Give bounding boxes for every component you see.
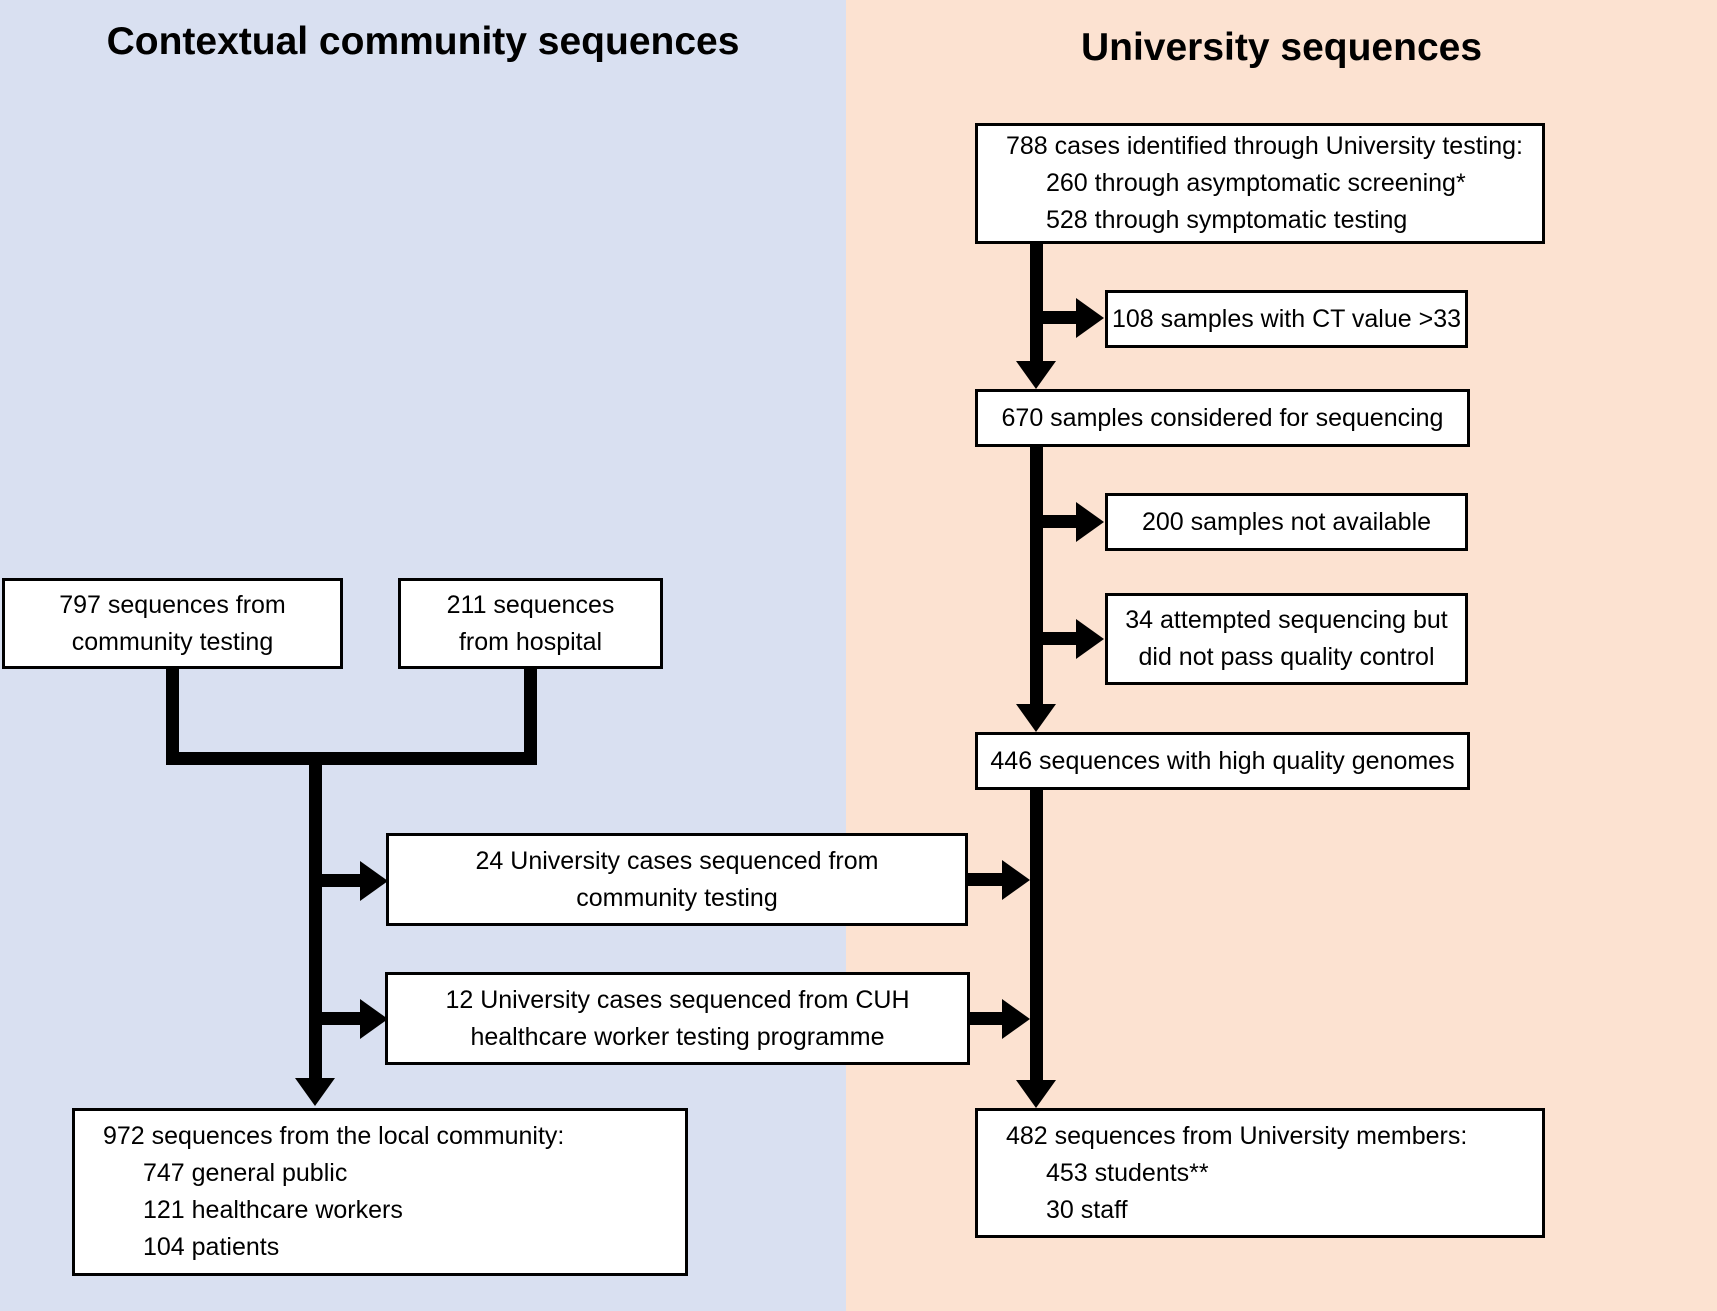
box-788-line: 788 cases identified through University …: [1006, 132, 1523, 160]
box-972-line: 747 general public: [143, 1159, 348, 1187]
connector-797-drop: [166, 669, 179, 765]
box-788-cases-identified: 788 cases identified through University …: [975, 123, 1545, 244]
box-972-line: 121 healthcare workers: [143, 1196, 403, 1224]
connector-university-trunk-1: [1030, 244, 1043, 361]
university-panel-title: University sequences: [1080, 26, 1483, 69]
arrowhead-into-972: [295, 1078, 335, 1106]
box-797-line: 797 sequences from: [59, 590, 286, 619]
box-12-line: 12 University cases sequenced from CUH: [445, 985, 910, 1014]
box-972-local-community: 972 sequences from the local community: …: [72, 1108, 688, 1276]
connector-merge-bar: [166, 752, 537, 765]
box-211-line: 211 sequences: [446, 590, 615, 619]
arrowhead-into-482: [1016, 1080, 1056, 1108]
box-446-high-quality: 446 sequences with high quality genomes: [975, 732, 1470, 790]
box-200-not-available: 200 samples not available: [1105, 493, 1468, 551]
connector-merge-24-to-trunk: [965, 873, 1003, 886]
box-24-line: community testing: [576, 883, 778, 912]
box-211-line: from hospital: [458, 627, 603, 656]
arrowhead-into-108: [1076, 298, 1104, 338]
arrowhead-into-200: [1076, 502, 1104, 542]
connector-community-trunk: [309, 752, 322, 1078]
box-34-line: did not pass quality control: [1138, 643, 1435, 671]
box-797-line: community testing: [71, 627, 274, 656]
box-34-line: 34 attempted sequencing but: [1125, 606, 1448, 634]
box-482-line: 453 students**: [1046, 1158, 1209, 1187]
box-788-line: 260 through asymptomatic screening*: [1046, 169, 1466, 197]
box-24-line: 24 University cases sequenced from: [475, 846, 879, 875]
box-12-line: healthcare worker testing programme: [470, 1022, 885, 1051]
connector-university-trunk-3: [1030, 790, 1043, 1080]
box-200-line: 200 samples not available: [1141, 507, 1432, 536]
connector-university-trunk-2: [1030, 447, 1043, 704]
box-972-line: 104 patients: [143, 1233, 280, 1261]
arrowhead-into-670: [1016, 361, 1056, 389]
box-211-hospital: 211 sequences from hospital: [398, 578, 663, 669]
box-446-line: 446 sequences with high quality genomes: [990, 746, 1455, 775]
arrowhead-into-24: [360, 861, 388, 901]
connector-branch-108: [1043, 311, 1077, 324]
box-482-line: 482 sequences from University members:: [1006, 1121, 1468, 1150]
arrowhead-into-12: [360, 999, 388, 1039]
box-670-line: 670 samples considered for sequencing: [1001, 403, 1444, 432]
box-482-university-members: 482 sequences from University members: 4…: [975, 1108, 1545, 1238]
connector-211-drop: [524, 669, 537, 765]
arrowhead-into-446: [1016, 704, 1056, 732]
connector-branch-24: [322, 874, 362, 887]
box-482-line: 30 staff: [1046, 1195, 1128, 1224]
box-788-line: 528 through symptomatic testing: [1046, 206, 1408, 234]
connector-merge-12-to-trunk: [967, 1012, 1003, 1025]
box-108-ct-value: 108 samples with CT value >33: [1105, 290, 1468, 348]
community-panel-title: Contextual community sequences: [106, 20, 740, 63]
box-972-line: 972 sequences from the local community:: [103, 1122, 565, 1150]
box-108-line: 108 samples with CT value >33: [1111, 304, 1462, 333]
box-24-university-community: 24 University cases sequenced from commu…: [386, 833, 968, 926]
box-797-community-testing: 797 sequences from community testing: [2, 578, 343, 669]
arrowhead-24-into-trunk: [1002, 860, 1030, 900]
connector-branch-12: [322, 1012, 362, 1025]
box-34-quality-control: 34 attempted sequencing but did not pass…: [1105, 593, 1468, 685]
arrowhead-into-34: [1076, 619, 1104, 659]
box-670-considered: 670 samples considered for sequencing: [975, 389, 1470, 447]
connector-branch-34: [1043, 632, 1077, 645]
box-12-university-cuh: 12 University cases sequenced from CUH h…: [385, 972, 970, 1065]
connector-branch-200: [1043, 515, 1077, 528]
arrowhead-12-into-trunk: [1002, 999, 1030, 1039]
